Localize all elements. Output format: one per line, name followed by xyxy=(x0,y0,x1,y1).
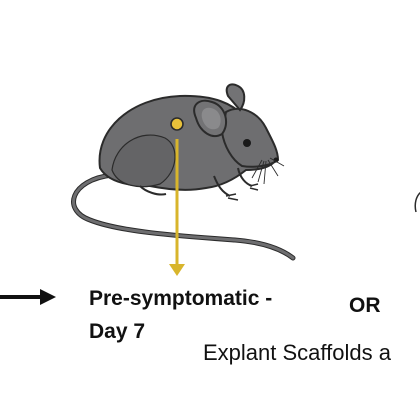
timepoint-label-line1: Pre-symptomatic - xyxy=(89,287,273,310)
implant-site-icon xyxy=(170,117,184,131)
timepoint-label-line2: Day 7 xyxy=(89,320,146,343)
mouse-icon xyxy=(71,83,296,261)
right-arrow-icon xyxy=(0,289,56,305)
down-arrow-icon xyxy=(169,139,185,276)
or-label: OR xyxy=(349,294,381,317)
explant-label: Explant Scaffolds a xyxy=(203,340,391,365)
partial-shape xyxy=(414,191,420,213)
